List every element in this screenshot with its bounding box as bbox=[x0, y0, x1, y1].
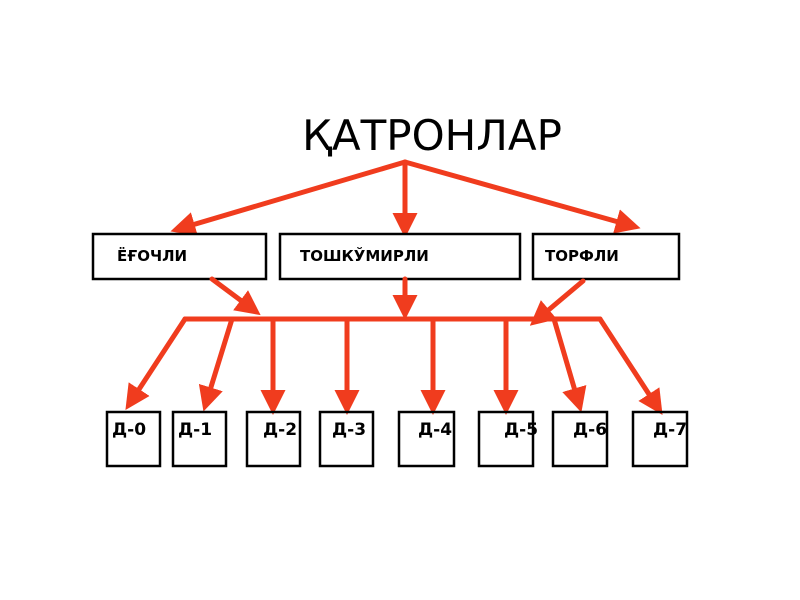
category-box-frame bbox=[91, 232, 268, 281]
leaf-label: Д-2 bbox=[263, 420, 297, 440]
arrow-to-category-3 bbox=[402, 159, 641, 234]
category-label: ЁҒОЧЛИ bbox=[117, 246, 187, 265]
leaf-box-0: Д-0 bbox=[105, 410, 162, 468]
leaf-box-6: Д-6 bbox=[551, 410, 609, 468]
leaf-label: Д-4 bbox=[418, 420, 452, 440]
arrow-to-leaf-6 bbox=[551, 316, 587, 413]
leaf-label: Д-0 bbox=[112, 420, 146, 440]
category-box-frame bbox=[278, 232, 522, 281]
leaf-box-frame bbox=[318, 410, 375, 468]
title-arrows bbox=[170, 159, 641, 239]
arrow-category-1-to-bar bbox=[209, 276, 261, 316]
category-box-1: ЁҒОЧЛИ bbox=[91, 232, 268, 281]
category-label: ТОШКЎМИРЛИ bbox=[300, 246, 429, 265]
leaf-label: Д-1 bbox=[178, 420, 212, 440]
category-box-2: ТОШКЎМИРЛИ bbox=[278, 232, 522, 281]
leaf-box-frame bbox=[397, 410, 456, 468]
leaf-box-frame bbox=[171, 410, 228, 468]
leaf-box-frame bbox=[105, 410, 162, 468]
leaf-box-5: Д-5 bbox=[477, 410, 538, 468]
leaf-box-frame bbox=[551, 410, 609, 468]
leaf-box-frame bbox=[477, 410, 535, 468]
category-box-frame bbox=[531, 232, 681, 281]
leaf-label: Д-5 bbox=[504, 420, 538, 440]
leaf-box-1: Д-1 bbox=[171, 410, 228, 468]
arrow-to-leaf-7 bbox=[597, 316, 663, 416]
category-arrows bbox=[209, 276, 586, 326]
leaf-box-frame bbox=[631, 410, 689, 468]
arrow-category-3-to-bar bbox=[529, 278, 586, 326]
arrow-to-leaf-1 bbox=[198, 316, 235, 412]
category-label: ТОРФЛИ bbox=[545, 247, 619, 265]
leaf-label: Д-6 bbox=[573, 420, 607, 440]
arrow-to-leaf-0 bbox=[125, 316, 188, 411]
category-box-3: ТОРФЛИ bbox=[531, 232, 681, 281]
leaf-box-4: Д-4 bbox=[397, 410, 456, 468]
leaf-label: Д-7 bbox=[653, 420, 687, 440]
leaf-box-7: Д-7 bbox=[631, 410, 689, 468]
leaf-arrows bbox=[125, 316, 663, 416]
diagram-title: ҚАТРОНЛАР bbox=[302, 111, 562, 160]
arrow-to-category-1 bbox=[170, 159, 408, 237]
leaf-box-frame bbox=[245, 410, 302, 468]
leaf-label: Д-3 bbox=[332, 420, 366, 440]
leaf-box-2: Д-2 bbox=[245, 410, 302, 468]
leaf-box-3: Д-3 bbox=[318, 410, 375, 468]
